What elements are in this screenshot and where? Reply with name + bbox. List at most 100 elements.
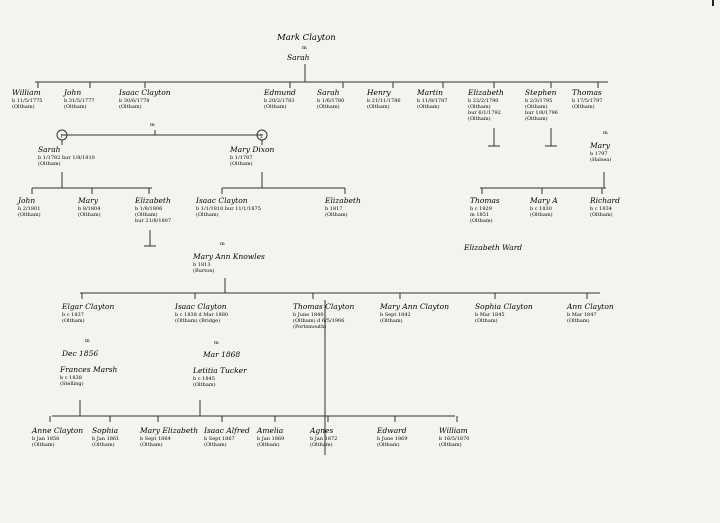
child-of-thomas-date: (Oltham) bbox=[530, 211, 553, 218]
child-of-thomas: Thomas bbox=[470, 196, 500, 205]
child-gen1: William bbox=[12, 88, 41, 97]
child-gen4-date: b c 1838 d Mar 1880 bbox=[175, 312, 228, 318]
child-gen1-date: b 22/2/1790 bbox=[468, 98, 498, 104]
child-gen5-date: b 16/5/1870 bbox=[439, 436, 469, 442]
child-gen5-date: (Oltham) bbox=[377, 441, 400, 448]
child-gen4-date: b c 1837 bbox=[62, 312, 84, 318]
marriage-mark: m bbox=[150, 122, 155, 128]
child-gen5: Mary Elizabeth bbox=[139, 426, 198, 435]
isaac-wife-1-date: (Oltham) bbox=[38, 160, 61, 167]
child-of-thomas-date: b c 1834 bbox=[590, 206, 612, 212]
child-of-mary-date: (Oltham) bbox=[325, 211, 348, 218]
child-gen4-date: (Oltham) bbox=[380, 317, 403, 324]
child-gen1-date: (Oltham) bbox=[119, 103, 142, 110]
child-gen1: John bbox=[62, 88, 81, 97]
child-of-thomas-date: (Oltham) bbox=[590, 211, 613, 218]
isaac-spouse-date: b 1813 bbox=[193, 262, 211, 268]
child-gen4: Sophia Clayton bbox=[475, 302, 533, 311]
child-gen1-date: b 30/6/1778 bbox=[119, 98, 149, 104]
marriage-mark: m bbox=[214, 340, 219, 346]
child-gen5: Amelia bbox=[256, 426, 283, 435]
child-gen4-date: (Oltham) bbox=[567, 317, 590, 324]
child-of-mary-date: b 1817 bbox=[325, 206, 343, 212]
child-gen4: Mary Ann Clayton bbox=[379, 302, 449, 311]
child-gen5-date: (Oltham) bbox=[204, 441, 227, 448]
child-gen5-date: (Oltham) bbox=[310, 441, 333, 448]
thomas-note: Elizabeth Ward bbox=[463, 243, 522, 252]
child-of-thomas-date: m 1851 bbox=[470, 212, 489, 218]
child-gen1-date: (Oltham) bbox=[12, 103, 35, 110]
child-gen4-date: b Mar 1845 bbox=[475, 312, 505, 318]
child-gen4-date: b June 1840 bbox=[293, 312, 324, 318]
isaac-spouse: Mary Ann Knowles bbox=[192, 252, 265, 261]
child-gen1-date: (Oltham) bbox=[572, 103, 595, 110]
child-gen5-date: b Jan 1858 bbox=[32, 436, 59, 442]
isaac-spouse-date: (Burton) bbox=[193, 267, 214, 274]
isaac-wife-2: Mary Dixon bbox=[229, 145, 275, 154]
marriage-mark: m bbox=[85, 338, 90, 344]
marriage-mark: m bbox=[603, 130, 608, 136]
thomas-spouse-date: b 1797 bbox=[590, 151, 608, 157]
child-gen4: Thomas Clayton bbox=[293, 302, 355, 311]
child-gen4-date: (Oltham) d 6/5/1906 bbox=[293, 317, 344, 324]
elgar-spouse-date: b c 1838 bbox=[60, 375, 82, 381]
child-gen4-date: (Portsmouth) bbox=[293, 323, 326, 330]
child-gen5-date: b Jan 1872 bbox=[310, 436, 337, 442]
child-gen1: Martin bbox=[416, 88, 443, 97]
child-of-sarah: Mary bbox=[77, 196, 99, 205]
child-gen1: Edmund bbox=[263, 88, 296, 97]
child-gen1-date: (Oltham) bbox=[367, 103, 390, 110]
wife-number: 1 bbox=[60, 134, 63, 140]
elgar-marriage-date: Dec 1856 bbox=[61, 349, 98, 358]
child-gen1-date: b 11/8/1787 bbox=[417, 98, 447, 104]
child-gen5-date: (Oltham) bbox=[257, 441, 280, 448]
isaac-wife-1: Sarah bbox=[38, 145, 61, 154]
child-gen1-date: b 20/2/1783 bbox=[264, 98, 294, 104]
child-gen1: Thomas bbox=[572, 88, 602, 97]
marriage-mark: m bbox=[302, 45, 307, 51]
wife-number: 2 bbox=[260, 134, 263, 140]
child-gen1-date: b 31/5/1777 bbox=[64, 98, 94, 104]
child-gen4: Ann Clayton bbox=[566, 302, 614, 311]
child-gen1: Stephen bbox=[525, 88, 557, 97]
child-gen1-date: (Oltham) bbox=[468, 103, 491, 110]
child-of-thomas: Richard bbox=[589, 196, 620, 205]
child-gen4-date: b Sept 1842 bbox=[380, 312, 411, 318]
child-gen5: William bbox=[439, 426, 468, 435]
child-gen5-date: b Jan 1869 bbox=[257, 436, 284, 442]
child-of-sarah-date: (Oltham) bbox=[78, 211, 101, 218]
child-gen1: Henry bbox=[366, 88, 391, 97]
child-gen5-date: b Jan 1861 bbox=[92, 436, 119, 442]
thomas-spouse: Mary bbox=[589, 141, 611, 150]
child-gen5: Isaac Alfred bbox=[203, 426, 250, 435]
isaac3-spouse-date: b c 1845 bbox=[193, 376, 215, 382]
scan-edge-mark bbox=[712, 0, 714, 6]
child-of-mary-date: b 1/1/1810 bur 11/1/1875 bbox=[196, 206, 261, 212]
marriage-mark: m bbox=[220, 241, 225, 247]
child-gen5: Edward bbox=[376, 426, 407, 435]
child-gen5-date: b Sept 1867 bbox=[204, 436, 235, 442]
isaac3-spouse-date: (Oltham) bbox=[193, 381, 216, 388]
child-gen1-date: (Oltham) bbox=[525, 115, 548, 122]
child-gen1-date: b 21/11/1786 bbox=[367, 98, 401, 104]
child-gen1-date: b 17/5/1797 bbox=[572, 98, 602, 104]
child-of-sarah-date: b 8/1804 bbox=[78, 206, 100, 212]
child-gen1-date: (Oltham) bbox=[264, 103, 287, 110]
child-gen1-date: bur 1/8/1796 bbox=[525, 110, 558, 116]
child-gen1-date: (Oltham) bbox=[64, 103, 87, 110]
child-of-sarah: Elizabeth bbox=[134, 196, 171, 205]
child-gen5-date: (Oltham) bbox=[140, 441, 163, 448]
child-gen5-date: (Oltham) bbox=[439, 441, 462, 448]
child-gen1-date: b 2/3/1795 bbox=[525, 98, 552, 104]
child-gen5: Agnes bbox=[309, 426, 333, 435]
child-of-sarah-date: (Oltham) bbox=[135, 211, 158, 218]
child-gen4-date: (Oltham) bbox=[62, 317, 85, 324]
child-gen1: Elizabeth bbox=[467, 88, 504, 97]
child-gen1-date: bur 6/1/1792 bbox=[468, 110, 501, 116]
root-name: Mark Clayton bbox=[276, 33, 336, 43]
child-gen1-date: (Oltham) bbox=[417, 103, 440, 110]
child-gen1-date: b 11/5/1775 bbox=[12, 98, 42, 104]
child-gen5-date: b June 1869 bbox=[377, 436, 408, 442]
isaac-wife-2-date: b 1/1787 bbox=[230, 155, 252, 161]
child-gen4-date: (Oltham) (Bridge) bbox=[175, 317, 220, 324]
